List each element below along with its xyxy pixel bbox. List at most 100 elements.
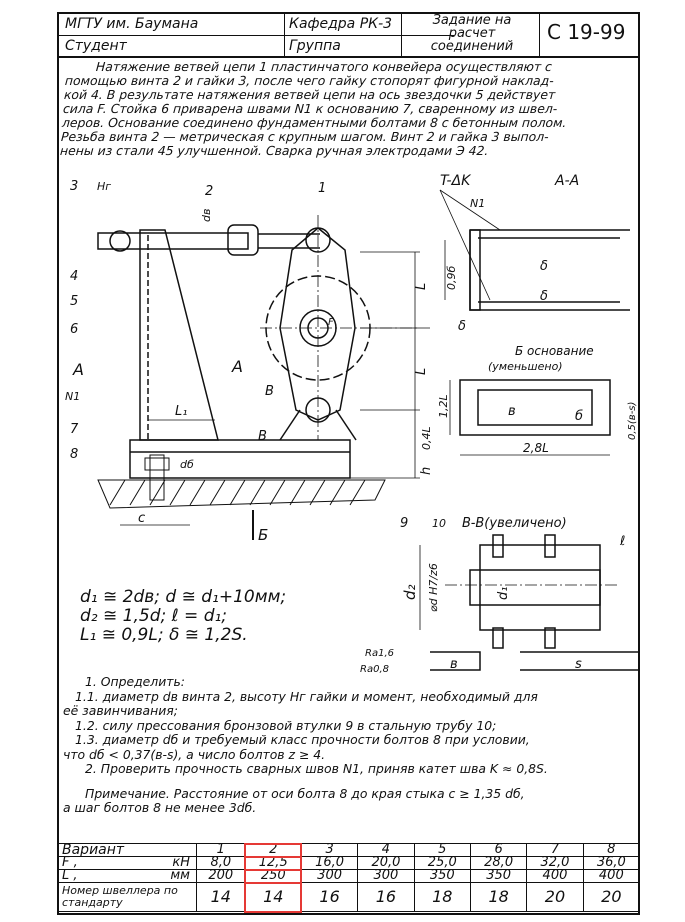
table-row: Вариант 1 2 3 4 5 6 7 8 (57, 842, 641, 858)
label-2-8l: 2,8L (523, 441, 549, 455)
note-line: Примечание. Расстояние от оси болта 8 до… (85, 785, 525, 801)
base-plan-view (449, 379, 611, 456)
row-label-l: L , мм (57, 868, 197, 883)
label-b: в (508, 404, 516, 419)
label-section-a-a: A-A (554, 173, 579, 189)
task-line: что dб < 0,37(в-s), а число болтов z ≥ 4… (63, 746, 326, 762)
formula-line: L₁ ≅ 0,9L; δ ≅ 1,2S. (80, 625, 248, 645)
label-force-f: F (328, 317, 334, 328)
l-cell: 300 (357, 869, 415, 883)
screw-2 (97, 224, 320, 256)
f-label: F , (62, 855, 78, 870)
formula-line: d₁ ≅ 2dв; d ≅ d₁+10мм; (80, 587, 287, 607)
assignment-title-line: расчет (448, 26, 496, 41)
sheet-frame (57, 12, 640, 915)
assignment-code: С 19-99 (547, 20, 626, 44)
label-d1: d₁ (496, 587, 511, 600)
label-part-3: 3 (70, 179, 78, 194)
l-cell: 400 (526, 869, 584, 883)
channel-cell: 18 (413, 882, 471, 912)
department-name: Кафедра РК-3 (289, 16, 393, 32)
label-h: h (419, 467, 434, 475)
l-cell: 400 (582, 869, 641, 883)
label-base-title: Б основание (515, 344, 594, 358)
label-view-b: Б (258, 526, 268, 544)
l-cell-highlighted: 250 (244, 868, 303, 884)
channel-cell: 14 (196, 882, 246, 912)
label-b: в (450, 657, 458, 672)
label-base-scale: (уменьшено) (488, 360, 563, 373)
label-fit-d: ⌀d H7/z6 (427, 563, 440, 612)
section-b-b (419, 534, 640, 671)
foundation-floor (97, 454, 386, 509)
drawing-labels: 3 Hг 2 dв 1 4 5 6 A A N1 L₁ 7 8 B B F L … (65, 173, 638, 675)
channel-cell: 16 (357, 882, 415, 912)
label-section-b: B (265, 384, 274, 399)
label-part-6: 6 (70, 322, 78, 337)
table-row: F ,кН 8,0 12,5 16,0 20,0 25,0 28,0 32,0 … (57, 855, 641, 871)
label-0-5-b-s: 0,5(в-s) (627, 402, 638, 440)
row-label-channel: Номер швеллера по стандарту (57, 882, 197, 912)
channel-cell: 20 (582, 882, 641, 912)
label-db: dб (180, 458, 194, 471)
l-cell: 300 (300, 869, 359, 883)
label-l1: L₁ (175, 404, 187, 419)
student-label: Студент (65, 38, 127, 54)
label-delta: δ (540, 289, 548, 304)
label-roughness-1-6: Ra1,6 (365, 648, 394, 659)
assignment-title-line: соединений (430, 39, 514, 54)
table-row: Номер швеллера по стандарту 14 14 16 16 … (57, 881, 641, 913)
channel-cell: 16 (300, 882, 359, 912)
group-label: Группа (289, 38, 341, 54)
label-part-1: 1 (318, 181, 326, 196)
label-section-b: B (258, 429, 267, 444)
channel-cell: 18 (469, 882, 528, 912)
task-line: 1.3. диаметр dб и требуемый класс прочно… (75, 732, 530, 747)
task-line: 2. Проверить прочность сварных швов N1, … (85, 761, 548, 776)
task-line: 1. Определить: (85, 674, 185, 689)
label-part-5: 5 (70, 294, 78, 309)
label-roughness-0-8: Ra0,8 (360, 664, 389, 675)
f-cell: 36,0 (582, 856, 641, 870)
label-weld-n1: N1 (65, 390, 80, 403)
label-delta: δ (458, 319, 466, 334)
channel-cell: 20 (526, 882, 584, 912)
label-l: L (414, 283, 429, 290)
label-part-7: 7 (70, 422, 79, 437)
l-unit: мм (170, 868, 190, 883)
l-label: L , (62, 868, 78, 883)
f-unit: кН (172, 855, 190, 870)
label-hg: Hг (97, 180, 111, 193)
label-d2: d₂ (401, 584, 419, 600)
assignment-title-line: Задание на (432, 13, 512, 28)
label-part-2: 2 (205, 184, 213, 199)
row-label-variant: Вариант (57, 843, 197, 857)
label-b2: б (575, 409, 583, 424)
f-cell: 28,0 (469, 856, 528, 870)
label-weld-n1: N1 (470, 197, 485, 210)
section-a-a (439, 189, 630, 311)
label-section-a: A (72, 360, 84, 379)
university-name: МГТУ им. Баумана (65, 16, 199, 32)
task-list: 1. Определить: 1.1. диаметр dв винта 2, … (63, 674, 638, 816)
label-s: s (575, 657, 582, 672)
base-7 (129, 439, 351, 479)
channel-cell-highlighted: 14 (244, 881, 303, 913)
label-section-b-b: B-B(увеличено) (462, 516, 567, 531)
label-section-a: A (231, 357, 243, 376)
label-dv: dв (200, 209, 213, 222)
label-c: c (138, 511, 145, 526)
label-part-9: 9 (400, 516, 408, 531)
l-cell: 350 (469, 869, 528, 883)
note-line: а шаг болтов 8 не менее 3dб. (63, 800, 257, 815)
l-cell: 200 (196, 869, 246, 883)
label-0-4l: 0,4L (420, 426, 433, 450)
task-line: 1.2. силу прессования бронзовой втулки 9… (75, 717, 497, 733)
label-0-9b: 0,9б (445, 266, 458, 290)
label-l-small: ℓ (619, 534, 625, 549)
task-line: 1.1. диаметр dв винта 2, высоту Hг гайки… (75, 688, 538, 704)
variants-table: Вариант 1 2 3 4 5 6 7 8 F ,кН 8,0 12,5 1… (57, 842, 641, 913)
label-part-10: 10 (432, 517, 446, 530)
label-t-dk: T-ΔK (440, 173, 472, 189)
